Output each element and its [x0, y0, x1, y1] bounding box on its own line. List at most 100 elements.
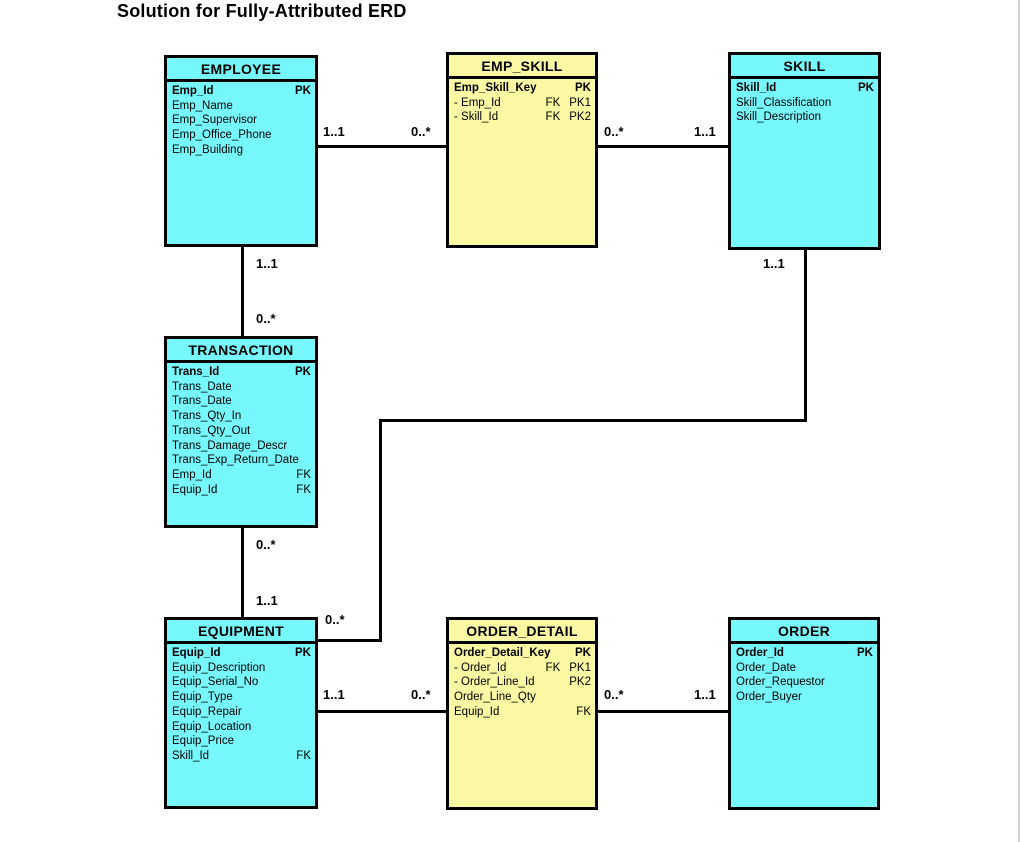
attribute-name: Trans_Exp_Return_Date	[172, 454, 299, 467]
attribute-row: Equip_Id FK	[172, 483, 311, 498]
relationship-line-emp_skill-skill	[596, 144, 730, 148]
key-flag-fk: FK	[545, 661, 561, 674]
attribute-name: Emp_Office_Phone	[172, 129, 272, 142]
attribute-keys: FK	[296, 468, 311, 483]
attribute-keys: PK	[295, 646, 311, 661]
attribute-name: Emp_Supervisor	[172, 114, 258, 127]
relationship-line-order_detail-order	[596, 709, 730, 713]
cardinality-label-employee-transaction: 0..*	[256, 311, 276, 326]
attribute-row: Emp_Skill_Key PK	[454, 81, 591, 96]
key-flag-fk: FK	[296, 468, 311, 481]
attribute-row: Trans_Id PK	[172, 365, 311, 380]
key-flag-fk: FK	[576, 705, 591, 718]
attribute-name: Order_Line_Qty	[454, 691, 536, 704]
attribute-name: Trans_Date	[172, 380, 232, 393]
attribute-name: Skill_Id	[736, 82, 777, 94]
cardinality-label-emp_skill-skill: 0..*	[604, 124, 624, 139]
attribute-keys: PK	[295, 84, 311, 99]
attribute-row: Skill_Id PK	[736, 81, 874, 96]
relationship-line-skill-equipment	[378, 418, 382, 642]
attribute-name: Order_Requestor	[736, 676, 825, 689]
key-flag-pk: PK	[295, 85, 311, 97]
attribute-keys: PK	[858, 81, 874, 96]
page-title: Solution for Fully-Attributed ERD	[117, 1, 407, 21]
key-flag-pk: PK	[575, 647, 591, 659]
entity-title-transaction: TRANSACTION	[167, 339, 315, 363]
attribute-row: Order_Id PK	[736, 646, 873, 661]
cardinality-label-equipment-order_detail: 1..1	[323, 687, 345, 702]
attribute-name: Order_Date	[736, 661, 797, 674]
key-flag-pk: PK	[575, 82, 591, 94]
attribute-name: Equip_Type	[172, 691, 233, 704]
entity-title-equipment: EQUIPMENT	[167, 620, 315, 644]
attribute-name: Equip_Serial_No	[172, 676, 259, 689]
cardinality-label-transaction-equipment: 1..1	[256, 593, 278, 608]
page-edge-line	[1018, 0, 1020, 842]
attribute-name: Skill_Description	[736, 111, 822, 124]
cardinality-label-order_detail-order: 1..1	[694, 687, 716, 702]
attribute-row: Equip_Serial_No	[172, 675, 311, 690]
attribute-row: Equip_Description	[172, 661, 311, 676]
relationship-line-skill-equipment	[316, 638, 382, 642]
attribute-keys: PK	[857, 646, 873, 661]
attribute-row: Order_Detail_Key PK	[454, 646, 591, 661]
key-flag-pk2: PK2	[569, 676, 591, 689]
cardinality-label-order_detail-order: 0..*	[604, 687, 624, 702]
relationship-line-skill-equipment	[803, 248, 807, 422]
attribute-row: Emp_Office_Phone	[172, 128, 311, 143]
relationship-line-employee-emp_skill	[316, 144, 448, 148]
attribute-name: - Order_Id	[454, 661, 507, 674]
attribute-name: - Emp_Id	[454, 96, 501, 109]
key-flag-pk: PK	[295, 366, 311, 378]
attribute-row: Trans_Exp_Return_Date	[172, 453, 311, 468]
cardinality-label-employee-emp_skill: 0..*	[411, 124, 431, 139]
attribute-name: Equip_Id	[172, 483, 218, 496]
cardinality-label-employee-transaction: 1..1	[256, 256, 278, 271]
key-flag-pk: PK	[857, 647, 873, 659]
attribute-keys: FK PK1	[546, 96, 591, 111]
attribute-row: Emp_Supervisor	[172, 113, 311, 128]
attribute-name: Equip_Price	[172, 735, 235, 748]
key-flag-pk2: PK2	[569, 111, 591, 124]
attribute-row: Equip_Type	[172, 690, 311, 705]
attribute-name: - Skill_Id	[454, 111, 499, 124]
attribute-row: Trans_Date	[172, 380, 311, 395]
attribute-name: Equip_Description	[172, 661, 266, 674]
attribute-name: Emp_Skill_Key	[454, 82, 537, 94]
attribute-keys: PK	[575, 646, 591, 661]
key-flag-pk: PK	[295, 647, 311, 659]
attribute-row: Skill_Classification	[736, 96, 874, 111]
attribute-name: Equip_Id	[454, 705, 500, 718]
entity-title-skill: SKILL	[731, 55, 878, 79]
attribute-name: Order_Id	[736, 647, 784, 659]
attribute-name: Equip_Id	[172, 647, 221, 659]
attribute-name: Trans_Id	[172, 366, 220, 378]
attribute-row: Equip_Price	[172, 734, 311, 749]
attribute-name: Equip_Location	[172, 720, 252, 733]
attribute-name: - Order_Line_Id	[454, 676, 535, 689]
key-flag-fk: FK	[296, 749, 311, 762]
key-flag-fk: FK	[545, 96, 561, 109]
attribute-keys: FK	[296, 483, 311, 498]
attribute-row: Skill_Description	[736, 110, 874, 125]
relationship-line-employee-transaction	[240, 245, 244, 338]
key-flag-pk1: PK1	[569, 96, 591, 109]
attribute-keys: PK2	[569, 675, 591, 690]
attribute-row: Order_Requestor	[736, 675, 873, 690]
attribute-row: Order_Buyer	[736, 690, 873, 705]
attribute-name: Order_Detail_Key	[454, 647, 551, 659]
entity-attributes-emp_skill: Emp_Skill_Key PK - Emp_Id FK PK1 - Skill_Id FK…	[449, 79, 595, 125]
attribute-row: Equip_Repair	[172, 705, 311, 720]
relationship-line-equipment-order_detail	[316, 709, 448, 713]
attribute-name: Trans_Damage_Descr	[172, 439, 288, 452]
